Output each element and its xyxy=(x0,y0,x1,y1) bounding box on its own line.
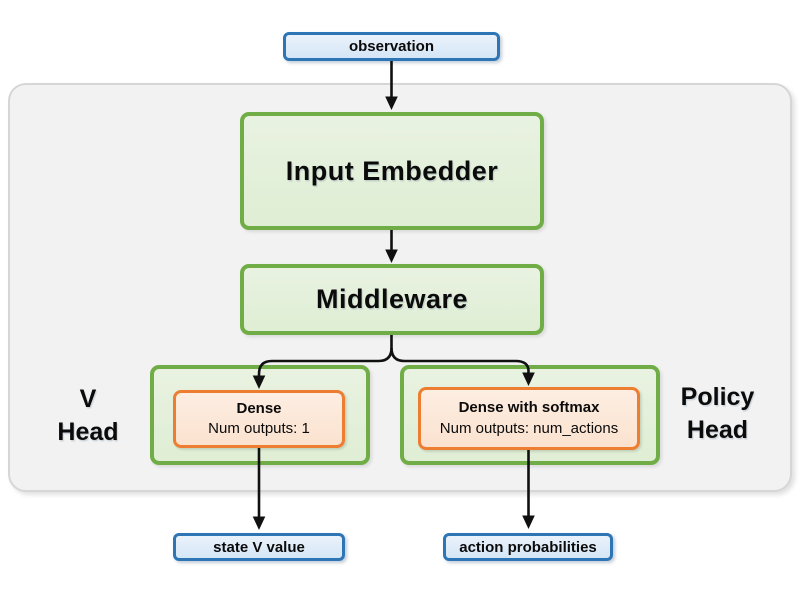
node-dense-policy: Dense with softmax Num outputs: num_acti… xyxy=(418,387,640,450)
node-input-embedder-label: Input Embedder xyxy=(285,155,499,186)
node-dense-v-title: Dense xyxy=(236,399,282,417)
node-input-embedder: Input Embedder xyxy=(240,112,544,230)
node-action-probabilities: action probabilities xyxy=(443,533,613,561)
node-dense-v-subtitle: Num outputs: 1 xyxy=(208,420,310,437)
policy-head-label-line2: Head xyxy=(686,416,749,444)
node-state-v-value-label: state V value xyxy=(213,538,305,556)
v-head-label: V Head xyxy=(28,383,148,449)
policy-head-label-line1: Policy xyxy=(680,383,755,411)
node-dense-v: Dense Num outputs: 1 xyxy=(173,390,345,448)
node-dense-policy-subtitle: Num outputs: num_actions xyxy=(439,419,619,437)
v-head-label-line2: Head xyxy=(57,418,119,446)
node-middleware: Middleware xyxy=(240,264,544,335)
policy-head-label: Policy Head xyxy=(650,381,785,447)
node-observation: observation xyxy=(283,32,500,61)
node-state-v-value: state V value xyxy=(173,533,345,561)
node-action-probabilities-label: action probabilities xyxy=(459,538,597,556)
node-observation-label: observation xyxy=(348,38,435,55)
node-dense-policy-title: Dense with softmax xyxy=(458,399,600,417)
node-middleware-label: Middleware xyxy=(315,284,469,314)
v-head-label-line1: V xyxy=(79,385,97,413)
